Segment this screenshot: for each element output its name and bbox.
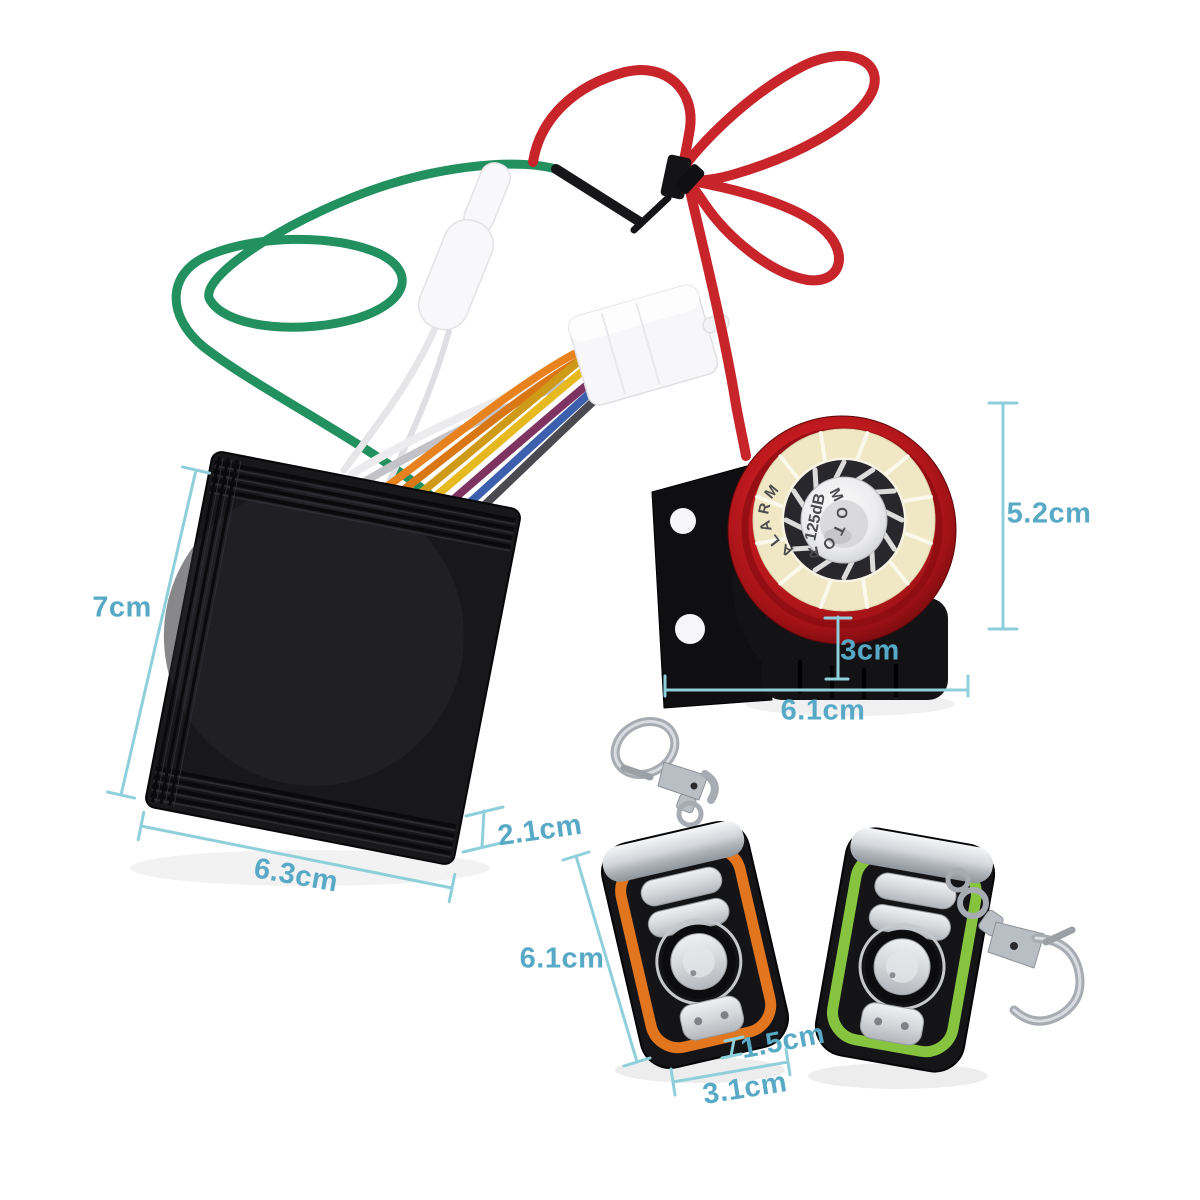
wire-yellow xyxy=(414,358,598,515)
dim-line-remote-height xyxy=(561,850,652,1068)
wire-gold xyxy=(402,350,592,509)
black-wire-tip xyxy=(551,164,645,227)
box-ribs-top xyxy=(209,459,517,549)
dim-label-remote-height: 6.1cm xyxy=(519,942,605,975)
dim-label-siren-base: 3cm xyxy=(840,634,900,667)
wire-orange xyxy=(376,350,578,496)
dim-label-siren-width: 6.1cm xyxy=(780,694,866,727)
remote-green xyxy=(814,827,996,1073)
siren-bracket-hole-bottom xyxy=(675,614,705,644)
dim-line-box-width xyxy=(136,810,457,904)
remote-orange-chrome-cap xyxy=(602,821,745,882)
dim-label-siren-height: 5.2cm xyxy=(1006,497,1092,530)
wiring-harness xyxy=(171,159,645,500)
white-wire-1 xyxy=(340,322,440,474)
box-ribs-bottom xyxy=(150,766,457,856)
remote-right-shadow xyxy=(808,1063,988,1089)
dim-line-siren-base xyxy=(823,615,853,681)
remote-green-bottom-button xyxy=(859,1002,925,1046)
keychain-clasp-right xyxy=(945,867,1085,1026)
fuse-holder xyxy=(417,162,512,331)
dim-line-siren-width xyxy=(663,674,970,698)
white-wire-2 xyxy=(385,328,452,487)
dim-line-remote-depth xyxy=(720,1035,745,1060)
cable-tie xyxy=(630,154,705,234)
remote-orange-bottom-button xyxy=(679,995,745,1041)
dim-line-siren-height xyxy=(987,401,1019,631)
siren: MOTOR ALARM 125dB xyxy=(651,415,957,709)
box-ribs-left xyxy=(150,456,239,806)
green-wire xyxy=(171,159,561,500)
control-box xyxy=(145,451,521,865)
dim-label-box-height: 7cm xyxy=(92,591,152,624)
dim-line-box-height xyxy=(105,465,212,800)
remote-green-button-1 xyxy=(874,872,957,910)
wire-connector xyxy=(568,284,730,406)
dimension-lines xyxy=(105,401,1019,1097)
keychain-clasp-left xyxy=(610,717,719,828)
dim-line-box-depth xyxy=(461,805,505,854)
remote-orange-button-1 xyxy=(640,866,723,907)
siren-bracket-hole-top xyxy=(670,508,696,534)
dim-line-remote-width xyxy=(669,1047,792,1097)
remote-orange xyxy=(601,821,789,1069)
